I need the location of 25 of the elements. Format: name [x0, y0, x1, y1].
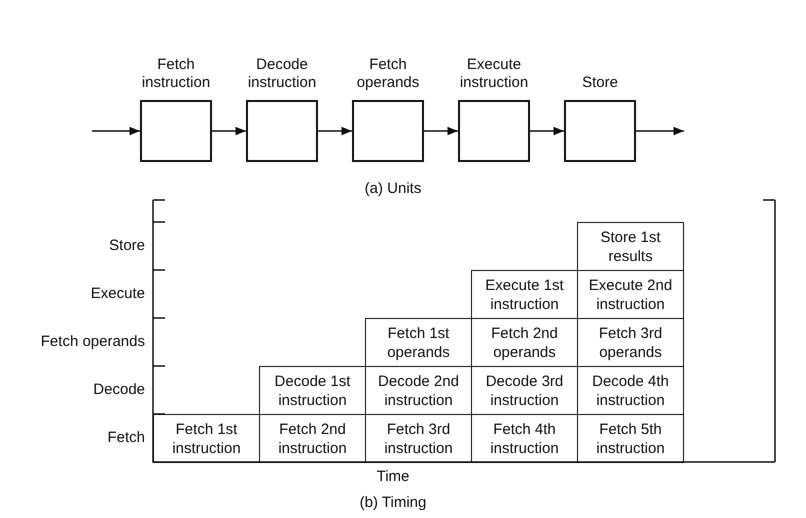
row-label: Decode	[93, 381, 145, 399]
timing-cell: Store 1st results	[577, 222, 684, 271]
unit-label: Fetch operands	[356, 56, 420, 92]
timing-cell: Fetch 1st instruction	[153, 414, 260, 463]
row-label: Execute	[90, 285, 145, 303]
timing-cell: Fetch 5th instruction	[577, 414, 684, 463]
figure-caption: (b) Timing	[360, 494, 426, 512]
arrow	[424, 126, 458, 136]
row-label: Fetch operands	[40, 333, 145, 351]
arrow	[318, 126, 352, 136]
axis-label: Time	[376, 468, 410, 486]
timing-cell: Fetch 1st operands	[365, 318, 472, 367]
timing-cell: Execute 1st instruction	[471, 270, 578, 319]
unit-label: Fetch instruction	[140, 56, 212, 92]
arrow	[212, 126, 246, 136]
arrow	[636, 126, 684, 136]
figure-caption: (a) Units	[364, 180, 422, 198]
timing-cell: Decode 1st instruction	[259, 366, 366, 415]
unit-label: Store	[581, 74, 619, 92]
row-label: Store	[109, 237, 145, 255]
arrow	[530, 126, 564, 136]
unit-label: Decode instruction	[246, 56, 318, 92]
unit-label: Execute instruction	[458, 56, 530, 92]
arrow	[92, 126, 140, 136]
row-label: Fetch	[107, 429, 145, 447]
